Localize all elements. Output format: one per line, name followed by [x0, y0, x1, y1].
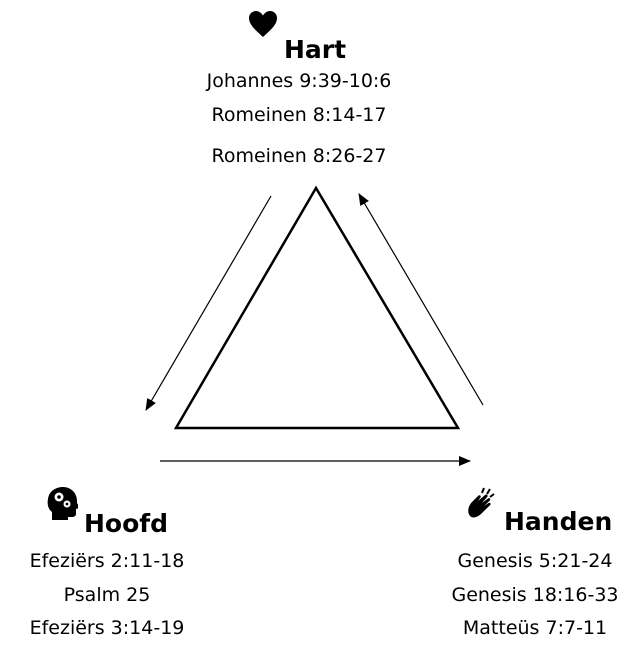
ref-hart-2: Romeinen 8:14-17 — [211, 104, 387, 126]
ref-handen-1: Genesis 5:21-24 — [457, 550, 613, 572]
ref-hart-3: Romeinen 8:26-27 — [211, 145, 387, 167]
arrow-hart-to-hoofd — [145, 195, 272, 411]
node-title-handen: Handen — [466, 486, 612, 536]
heart-icon — [248, 10, 278, 45]
ref-hart-1: Johannes 9:39-10:6 — [206, 70, 392, 92]
ref-hoofd-1: Efeziërs 2:11-18 — [29, 550, 185, 572]
node-title-hoofd: Hoofd — [46, 486, 168, 538]
center-triangle — [173, 185, 461, 430]
ref-handen-3: Matteüs 7:7-11 — [462, 617, 608, 639]
ref-hoofd-2: Psalm 25 — [63, 584, 151, 606]
ref-handen-2: Genesis 18:16-33 — [451, 584, 619, 606]
node-title-hart-label: Hart — [284, 35, 347, 64]
node-title-handen-label: Handen — [504, 507, 613, 536]
node-title-hart: Hart — [248, 10, 346, 64]
clapping-hands-icon — [466, 486, 498, 527]
arrow-handen-to-hart — [358, 193, 484, 406]
head-gears-icon — [46, 486, 80, 529]
ref-hoofd-3: Efeziërs 3:14-19 — [29, 617, 185, 639]
node-title-hoofd-label: Hoofd — [84, 509, 169, 538]
